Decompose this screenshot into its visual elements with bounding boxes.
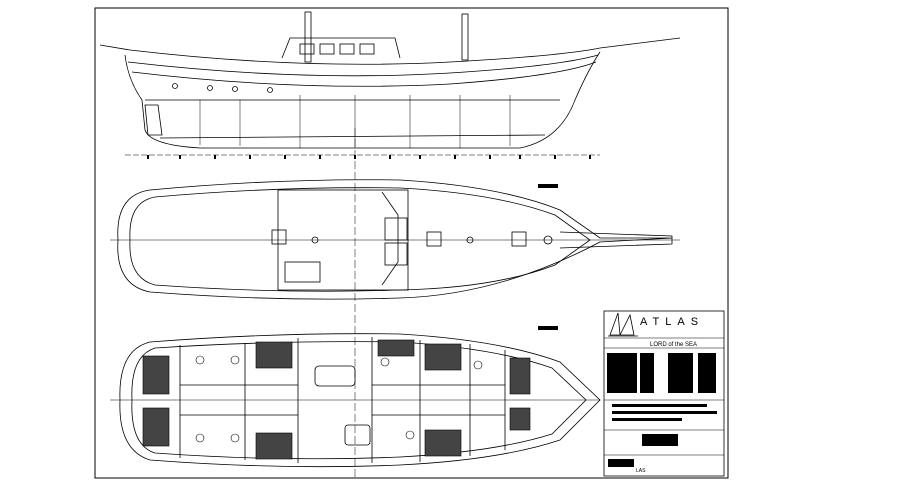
spec-block: [698, 353, 716, 393]
toilet: [473, 360, 483, 370]
keel-line: [159, 134, 546, 139]
deckhouse-window-1: [299, 43, 315, 55]
cabin-walls: [180, 384, 505, 416]
deck-outline-outer: [117, 179, 673, 300]
main-mast: [304, 11, 312, 63]
deckhouse-window-4: [359, 43, 375, 55]
deck-hatch: [426, 231, 442, 247]
spec-line: [612, 404, 707, 407]
deckhouse-window-2: [319, 43, 335, 55]
deck-label-bar: [538, 184, 558, 188]
deck-box: [271, 229, 287, 245]
footer-code: LAS: [636, 468, 646, 474]
saloon-bench: [344, 424, 371, 446]
baseline-ruler: [125, 128, 600, 480]
title-block-frame: [603, 310, 725, 477]
porthole: [207, 85, 213, 91]
rudder: [144, 104, 163, 136]
berths: [142, 339, 531, 460]
title-block: ATLAS LORD of the SEA LAS: [603, 310, 725, 477]
spec-block: [668, 353, 693, 393]
sheet-border: [94, 7, 729, 479]
spec-block: [640, 353, 654, 393]
hull-plan-outline: [119, 333, 601, 468]
toilet: [405, 430, 415, 440]
berth: [255, 432, 293, 460]
porthole: [172, 83, 178, 89]
side-profile-view: [99, 11, 681, 149]
berth: [255, 341, 293, 369]
spec-line: [612, 411, 717, 414]
porthole: [232, 86, 238, 92]
accommodation-label-bar: [538, 326, 558, 330]
project-subtitle: LORD of the SEA: [650, 342, 697, 348]
drawing-number-box: [642, 434, 678, 446]
porthole: [267, 87, 273, 93]
hatch-1: [384, 217, 408, 241]
saloon-table: [314, 365, 356, 387]
toilet: [230, 433, 240, 443]
skylight: [381, 191, 399, 286]
mizzen-mast: [461, 13, 469, 61]
berth: [509, 407, 531, 431]
toilet: [230, 355, 240, 365]
heads: [195, 355, 483, 443]
atlas-logo: [608, 312, 638, 337]
brand-name: ATLAS: [640, 316, 704, 328]
berth: [142, 355, 170, 395]
toilet: [380, 357, 390, 367]
spec-block: [607, 353, 637, 393]
berth: [509, 357, 531, 395]
spec-line: [612, 418, 682, 421]
rail-line: [99, 37, 681, 65]
sheer-line: [127, 54, 599, 77]
deck-outline-inner: [129, 187, 591, 292]
deckhouse: [281, 37, 401, 59]
berth: [377, 339, 415, 357]
hatch-2: [384, 242, 408, 266]
toilet: [195, 355, 205, 365]
wale-line: [131, 61, 597, 87]
berth: [142, 407, 170, 447]
berth: [424, 429, 462, 457]
footer-block: [608, 459, 634, 467]
toilet: [195, 433, 205, 443]
seat-block: [284, 261, 321, 283]
hull-outline: [124, 51, 601, 149]
deck-hatch-fore: [511, 231, 527, 247]
deckhouse-window-3: [339, 43, 355, 55]
frame-lines: [199, 95, 511, 148]
berth: [424, 343, 462, 371]
deck-plan-view: [117, 179, 673, 300]
